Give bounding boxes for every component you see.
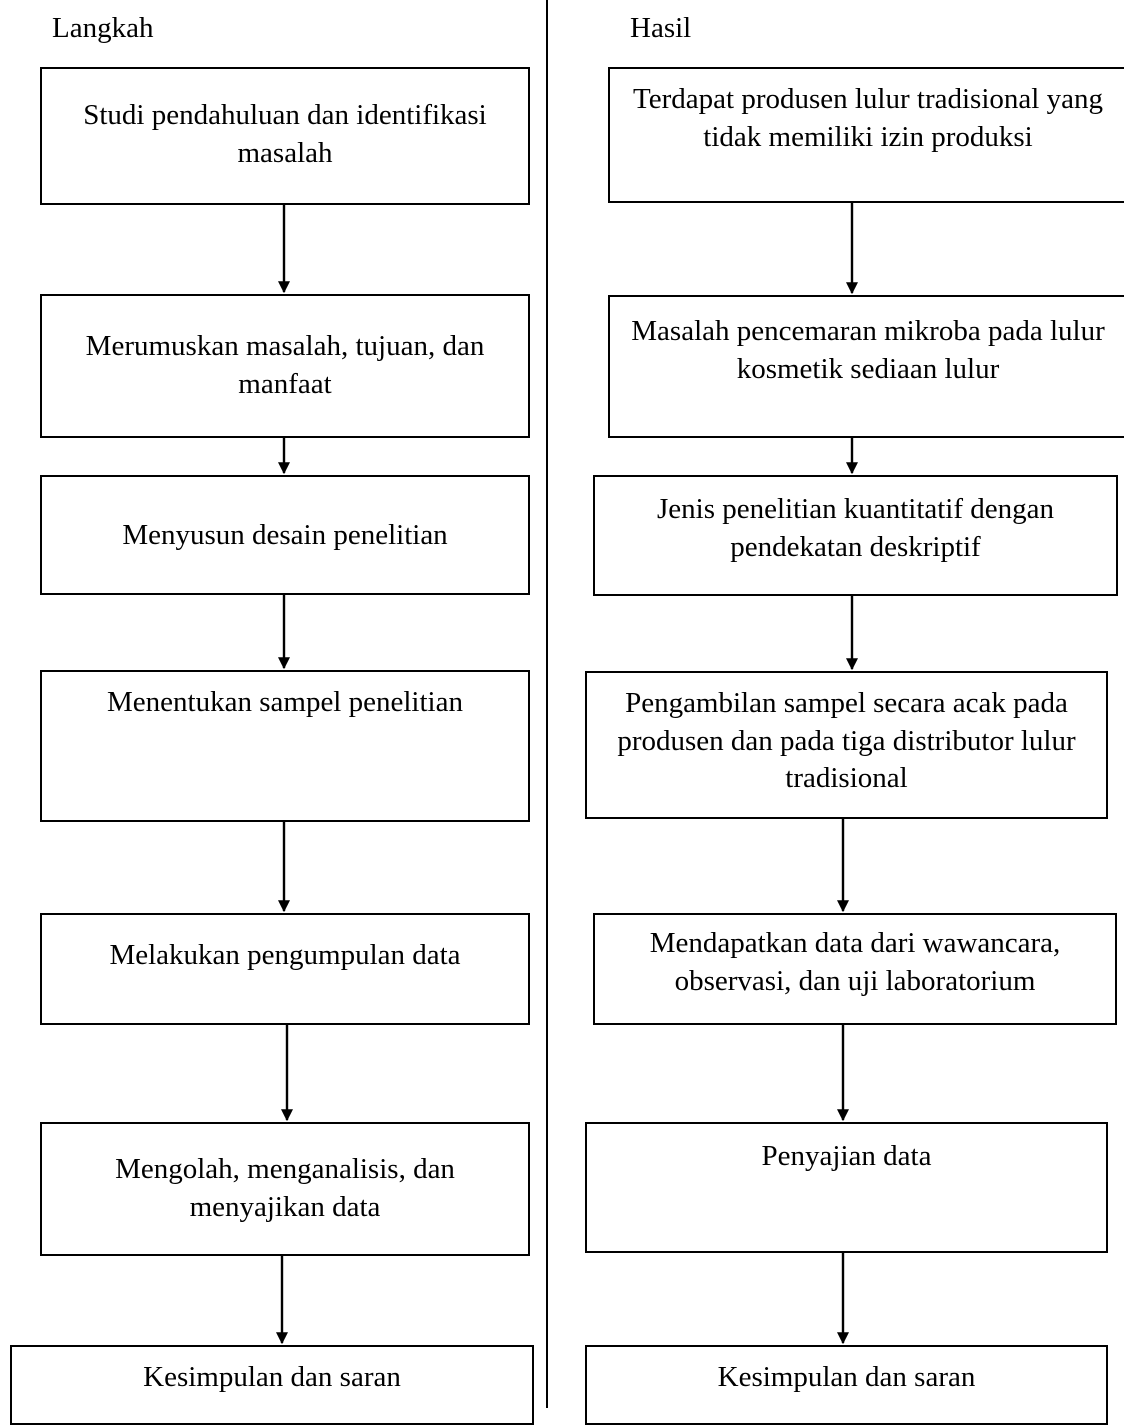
right-result-6: Penyajian data [585, 1122, 1108, 1253]
right-column-heading: Hasil [630, 12, 692, 44]
left-step-2: Merumuskan masalah, tujuan, dan manfaat [40, 294, 530, 438]
left-step-5: Melakukan pengumpulan data [40, 913, 530, 1025]
right-result-5: Mendapatkan data dari wawancara, observa… [593, 913, 1117, 1025]
left-step-6: Mengolah, menganalisis, dan menyajikan d… [40, 1122, 530, 1256]
left-step-1: Studi pendahuluan dan identifikasi masal… [40, 67, 530, 205]
left-column-heading: Langkah [52, 12, 154, 44]
right-result-3: Jenis penelitian kuantitatif dengan pend… [593, 475, 1118, 596]
right-result-4: Pengambilan sampel secara acak pada prod… [585, 671, 1108, 819]
left-step-4: Menentukan sampel penelitian [40, 670, 530, 822]
right-result-1: Terdapat produsen lulur tradisional yang… [608, 67, 1124, 203]
right-result-2: Masalah pencemaran mikroba pada lulur ko… [608, 295, 1124, 438]
column-divider [546, 0, 548, 1408]
left-step-3: Menyusun desain penelitian [40, 475, 530, 595]
